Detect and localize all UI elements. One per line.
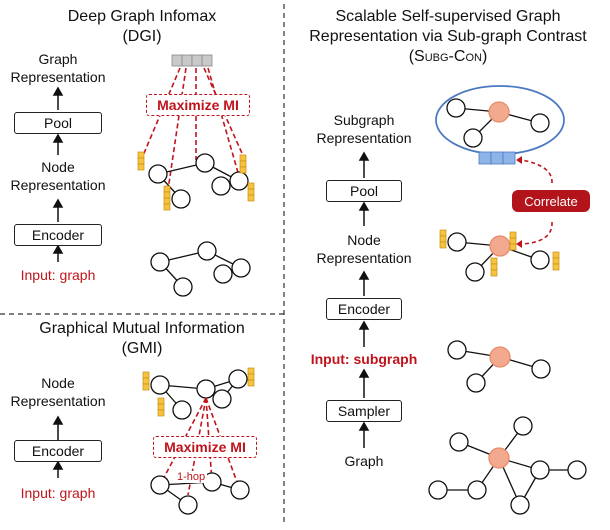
subgcon-pool-box: Pool <box>326 180 402 202</box>
subgraph-rep-graph <box>446 98 550 148</box>
subgcon-title-line1: Scalable Self-supervised Graph <box>335 8 561 25</box>
dgi-maximize-mi-label: Maximize MI <box>146 94 250 116</box>
gmi-title: Graphical Mutual Information <box>39 320 245 337</box>
subgcon-node-rep-line2: Representation <box>316 250 412 266</box>
subgcon-arrows <box>358 151 370 448</box>
subgcon-subgraph-rep-line2: Representation <box>316 130 412 146</box>
gmi-node-rep-line2: Representation <box>10 393 106 409</box>
subgcon-correlate-label: Correlate <box>512 190 590 212</box>
subgcon-title-line2: Representation via Sub-graph Contrast <box>309 28 587 45</box>
dgi-input-label: Input: graph <box>20 267 96 283</box>
gmi-maximize-mi-label: Maximize MI <box>153 436 257 458</box>
subgcon-full-graph <box>428 416 587 515</box>
dgi-node-rep-line1: Node <box>41 159 75 175</box>
dgi-abbr: (DGI) <box>122 28 162 45</box>
dgi-node-rep-line2: Representation <box>10 177 106 193</box>
gmi-feature-bars <box>142 367 255 417</box>
subgcon-encoder-box: Encoder <box>326 298 402 320</box>
dgi-title: Deep Graph Infomax <box>67 8 217 25</box>
subgcon-node-graph <box>447 232 550 282</box>
dgi-graph-rep-line1: Graph <box>38 51 78 67</box>
dgi-encoder-box: Encoder <box>14 224 102 246</box>
subgcon-graph-label: Graph <box>344 453 384 469</box>
correlate-arrows <box>521 159 553 245</box>
dgi-input-graph <box>150 241 251 297</box>
dgi-graph-rep-line2: Representation <box>10 69 106 85</box>
subgcon-node-rep-line1: Node <box>347 232 381 248</box>
gmi-lower-graph <box>150 472 250 515</box>
subgcon-feature-bars <box>439 229 560 277</box>
subgraph-vector <box>478 151 516 165</box>
gmi-arrows <box>52 415 64 478</box>
dgi-graph-vector <box>171 54 213 67</box>
gmi-encoder-box: Encoder <box>14 440 102 462</box>
dgi-arrows <box>52 86 64 262</box>
gmi-upper-graph <box>150 369 248 420</box>
subgcon-subgraph-rep-line1: Subgraph <box>333 112 395 128</box>
gmi-abbr: (GMI) <box>121 340 163 357</box>
subgcon-input-label: Input: subgraph <box>310 351 418 367</box>
dgi-upper-graph <box>148 153 249 209</box>
gmi-node-rep-line1: Node <box>41 375 75 391</box>
gmi-1hop-label: 1-hop <box>175 471 208 484</box>
gmi-input-label: Input: graph <box>20 485 96 501</box>
dgi-pool-box: Pool <box>14 112 102 134</box>
dgi-feature-bars <box>137 151 255 211</box>
subgcon-input-graph <box>447 340 551 393</box>
subgcon-title-line3: (Subg-Con) <box>408 48 488 65</box>
subgcon-sampler-box: Sampler <box>326 400 402 422</box>
